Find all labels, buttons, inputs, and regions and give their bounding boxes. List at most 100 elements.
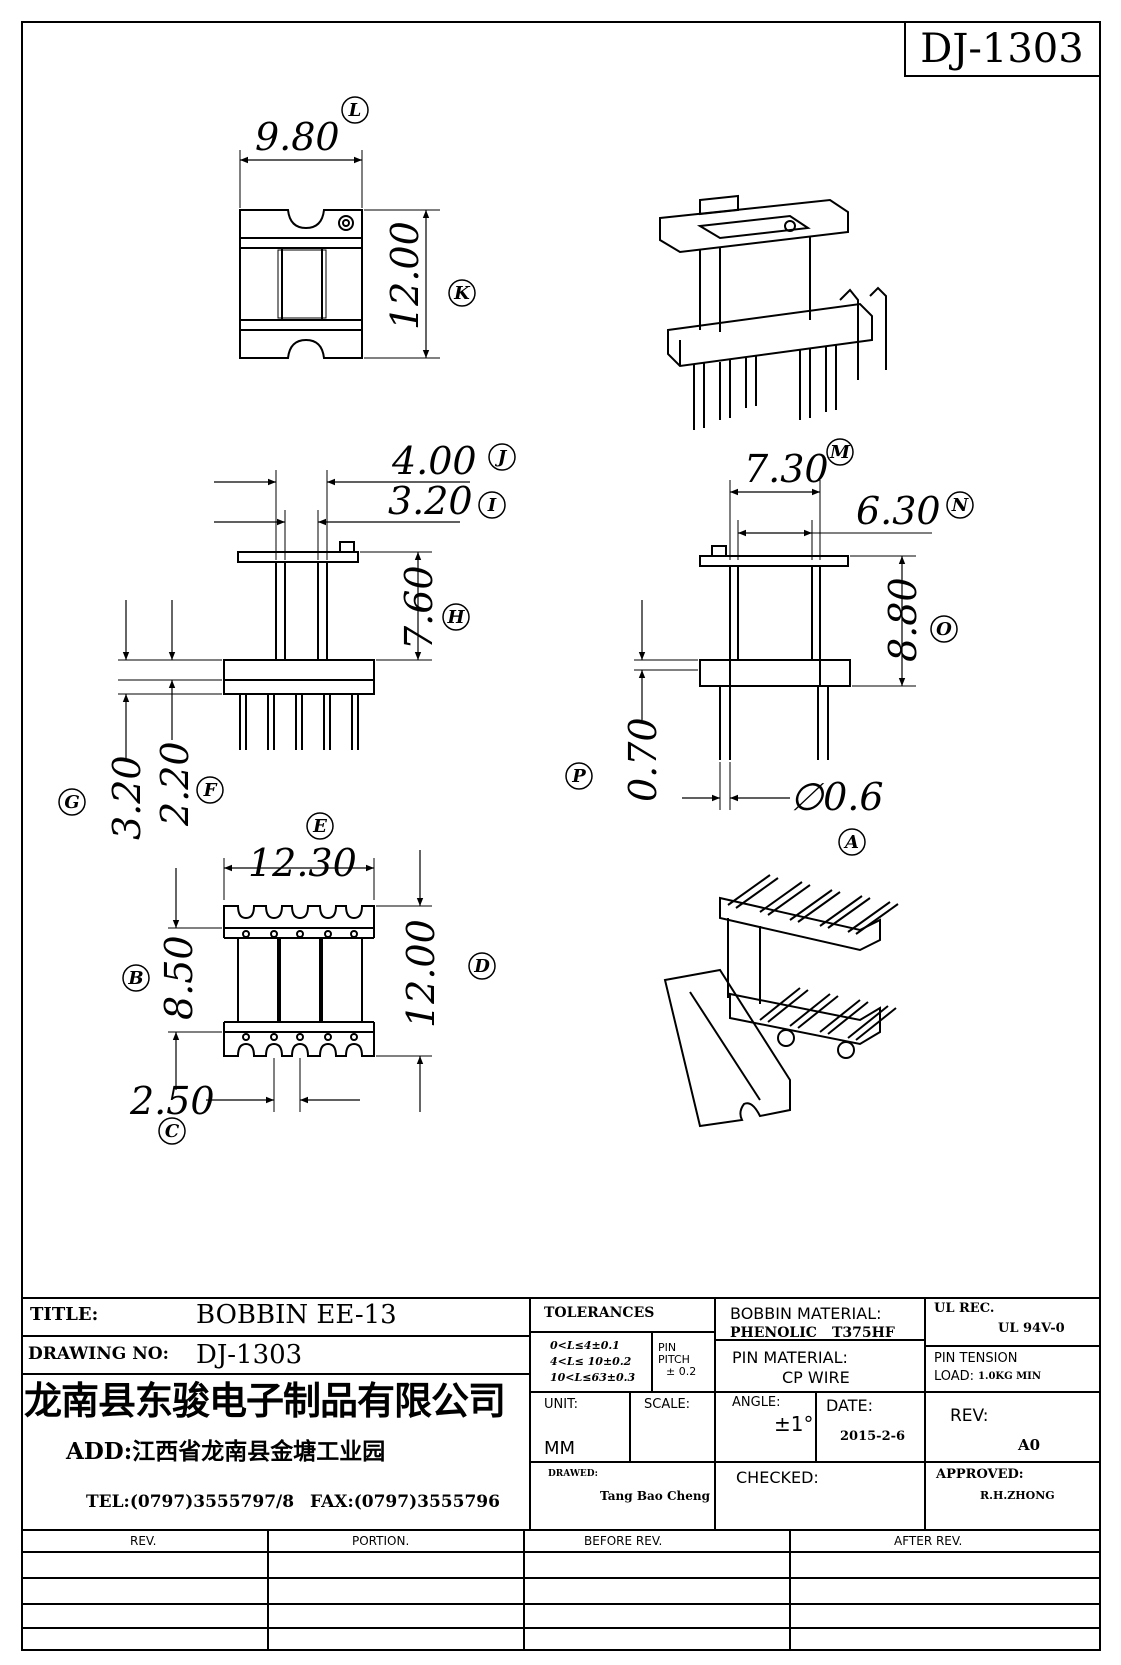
company-name: 龙南县东骏电子制品有限公司: [24, 1378, 506, 1423]
dim-value-K: 12.00: [383, 221, 427, 330]
dim-label-N: N: [946, 491, 974, 519]
drawing-id-box: [904, 21, 1101, 77]
pin-pitch-label-1: PIN: [658, 1341, 677, 1354]
isometric-view-bottom: [663, 874, 899, 1128]
company-address: ADD:江西省龙南县金塘工业园: [66, 1438, 386, 1465]
dim-label-L: L: [341, 96, 369, 124]
pin-tension-label: PIN TENSION: [934, 1351, 1018, 1366]
dim-value-J: 4.00: [391, 439, 477, 483]
dim-label-J: J: [488, 443, 516, 471]
dim-value-A: ∅0.6: [790, 775, 884, 819]
svg-text:C: C: [165, 1121, 180, 1142]
dim-value-L: 9.80: [255, 115, 340, 159]
dim-label-K: K: [448, 279, 476, 307]
tolerances-label: TOLERANCES: [544, 1305, 655, 1321]
isometric-view-top: [659, 194, 887, 430]
rev-table-header-portion: PORTION.: [352, 1534, 410, 1548]
ul-rec-value: UL 94V-0: [998, 1321, 1065, 1336]
tolerance-line-2: 4<L≤ 10±0.2: [550, 1355, 632, 1368]
dim-value-O: 8.80: [881, 577, 925, 662]
dim-label-C: C: [158, 1117, 186, 1145]
company-tel: TEL:(0797)3555797/8: [86, 1492, 295, 1512]
tolerance-line-1: 0<L≤4±0.1: [550, 1339, 620, 1352]
dim-label-G: G: [58, 788, 86, 816]
top-view: [239, 150, 440, 359]
title-value: BOBBIN EE-13: [196, 1300, 397, 1330]
svg-text:F: F: [203, 780, 218, 801]
svg-text:A: A: [843, 832, 859, 853]
pin-pitch-label-2: PITCH: [658, 1353, 690, 1366]
dim-value-H: 7.60: [397, 565, 441, 650]
dim-label-H: H: [442, 603, 470, 631]
dim-value-P: 0.70: [621, 717, 665, 802]
drawing-id: DJ-1303: [920, 26, 1083, 72]
drawn-value: Tang Bao Cheng: [600, 1489, 710, 1503]
company-fax: FAX:(0797)3555796: [310, 1492, 500, 1512]
svg-text:I: I: [487, 495, 497, 516]
bobbin-material-value-2: T375HF: [832, 1325, 895, 1341]
drawing-no-value: DJ-1303: [196, 1340, 303, 1370]
ul-rec-label: UL REC.: [934, 1301, 995, 1316]
drawing-no-label: DRAWING NO:: [28, 1344, 169, 1364]
pin-tension-load-label: LOAD:: [934, 1369, 975, 1384]
unit-label: UNIT:: [544, 1397, 578, 1412]
rev-table-header-rev: REV.: [130, 1534, 157, 1548]
front-view: [118, 470, 470, 760]
pin-material-value: CP WIRE: [782, 1368, 850, 1387]
date-label: DATE:: [826, 1396, 874, 1415]
pin-material-label: PIN MATERIAL:: [732, 1348, 848, 1367]
dim-value-N: 6.30: [856, 489, 941, 533]
dim-label-F: F: [196, 776, 224, 804]
svg-text:H: H: [446, 607, 465, 628]
dim-value-M: 7.30: [744, 447, 829, 491]
svg-text:D: D: [473, 956, 490, 977]
dim-value-E: 12.30: [248, 841, 357, 885]
dim-value-D: 12.00: [399, 919, 443, 1028]
title-label: TITLE:: [30, 1304, 99, 1325]
svg-text:N: N: [951, 495, 970, 516]
dim-label-B: B: [122, 964, 150, 992]
dim-label-E: E: [306, 812, 334, 840]
svg-text:E: E: [312, 816, 327, 837]
title-block-grid: [22, 1297, 1100, 1650]
svg-text:G: G: [64, 792, 79, 813]
unit-value: MM: [544, 1438, 576, 1459]
dim-label-I: I: [478, 491, 506, 519]
rev-value: A0: [1018, 1436, 1041, 1454]
svg-text:B: B: [127, 968, 143, 989]
svg-text:K: K: [453, 283, 471, 304]
date-value: 2015-2-6: [840, 1429, 906, 1444]
rev-label: REV:: [950, 1406, 989, 1426]
scale-label: SCALE:: [644, 1397, 691, 1412]
bobbin-material-value-1: PHENOLIC: [730, 1325, 817, 1341]
dim-value-C: 2.50: [129, 1079, 215, 1123]
checked-label: CHECKED:: [736, 1468, 819, 1487]
angle-value: ±1°: [774, 1412, 814, 1436]
rev-table-header-before: BEFORE REV.: [584, 1534, 663, 1548]
drawn-label: DRAWED:: [548, 1469, 598, 1479]
dim-label-P: P: [565, 762, 593, 790]
dim-label-O: O: [930, 615, 958, 643]
dim-label-D: D: [468, 952, 496, 980]
drawing-border: [21, 21, 1101, 1651]
dim-value-I: 3.20: [388, 479, 473, 523]
svg-text:P: P: [571, 766, 586, 787]
approved-label: APPROVED:: [936, 1467, 1024, 1482]
svg-text:J: J: [495, 447, 508, 468]
dim-label-M: M: [826, 438, 854, 466]
pin-tension-load-value: 1.0KG MIN: [978, 1371, 1041, 1382]
svg-text:O: O: [936, 619, 952, 640]
dim-value-F: 2.20: [153, 741, 197, 827]
dim-value-G: 3.20: [105, 755, 149, 840]
dim-value-B: 8.50: [157, 935, 201, 1020]
rev-table-header-after: AFTER REV.: [894, 1534, 963, 1548]
svg-text:M: M: [829, 442, 851, 463]
tolerance-line-3: 10<L≤63±0.3: [550, 1371, 636, 1384]
dim-label-A: A: [838, 828, 866, 856]
approved-value: R.H.ZHONG: [980, 1489, 1055, 1502]
svg-text:L: L: [348, 100, 362, 121]
bottom-view: [168, 850, 432, 1112]
side-view: [634, 480, 932, 810]
bobbin-material-label: BOBBIN MATERIAL:: [730, 1304, 882, 1323]
